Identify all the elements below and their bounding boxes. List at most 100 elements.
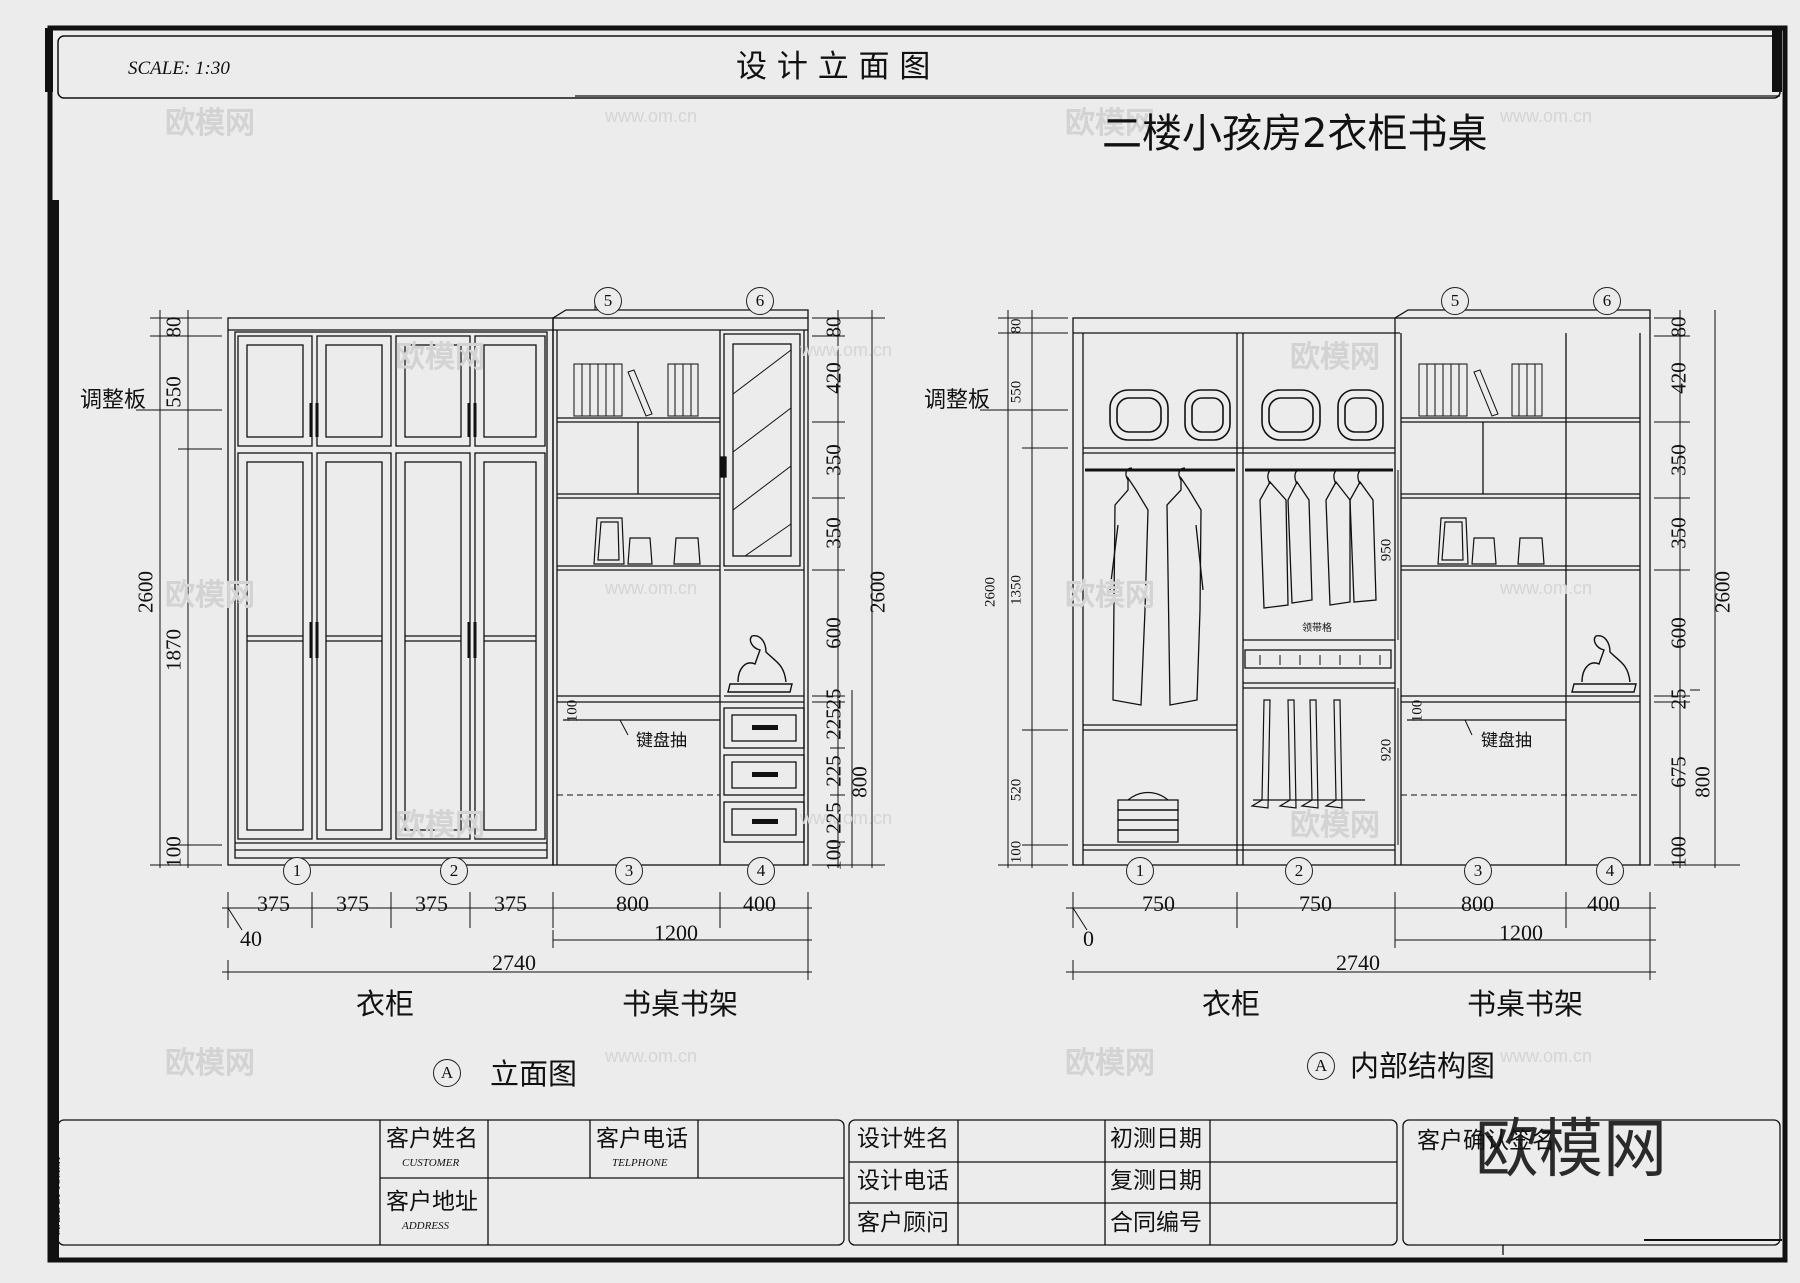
dim-label: 375 <box>257 891 290 916</box>
designer-name-label: 设计姓名 <box>857 1126 949 1152</box>
dim-label: 350 <box>1666 444 1691 476</box>
dim-label: 80 <box>1666 316 1691 338</box>
dim-label: 100 <box>161 836 186 868</box>
dim-label: 1870 <box>161 629 186 671</box>
watermark-url: www.om.cn <box>1500 578 1593 598</box>
customer-name-label: 客户姓名 <box>386 1126 478 1152</box>
dim-total: 2740 <box>1336 950 1380 975</box>
dim-total: 2600 <box>133 571 158 613</box>
dim-label: 80 <box>1008 318 1025 334</box>
watermark-url: www.om.cn <box>1500 1046 1593 1066</box>
customer-address-label: 客户地址 <box>386 1189 478 1215</box>
axis-marker: 3 <box>1464 857 1492 885</box>
axis-marker: 4 <box>747 857 775 885</box>
dim-label: 800 <box>1461 891 1494 916</box>
dim-label: 950 <box>1378 538 1395 562</box>
dim-label: 600 <box>821 617 846 649</box>
desk-shelf-label: 书桌书架 <box>622 987 739 1021</box>
wardrobe-label: 衣柜 <box>356 987 415 1021</box>
adjust-board-label: 调整板 <box>80 388 147 413</box>
dim-label: 100 <box>564 699 581 723</box>
drawing-title: 二楼小孩房2衣柜书桌 <box>1102 111 1488 157</box>
dim-label: 1350 <box>1008 575 1025 605</box>
axis-marker: 1 <box>283 857 311 885</box>
dim-label: 1200 <box>1499 920 1543 945</box>
right-dimension-lines <box>980 300 1740 980</box>
watermark-url: www.om.cn <box>800 808 893 828</box>
watermark-brand: 欧模网 <box>165 1046 255 1081</box>
section-marker: A <box>433 1059 461 1087</box>
dim-label: 520 <box>1008 778 1025 802</box>
dim-label: 100 <box>1008 840 1025 864</box>
customer-confirm-label: 客户确认签名 <box>1417 1128 1555 1154</box>
contract-no-label: 合同编号 <box>1110 1210 1202 1236</box>
made-by-label: MADE BY TOMMY <box>52 1155 63 1235</box>
remeasure-date-label: 复测日期 <box>1110 1168 1202 1194</box>
dim-label: 350 <box>1666 517 1691 549</box>
axis-marker: 6 <box>1593 287 1621 315</box>
dim-label: 675 <box>1666 756 1691 788</box>
watermark-brand: 欧模网 <box>395 340 485 375</box>
customer-phone-label: 客户电话 <box>596 1126 688 1152</box>
axis-marker: 2 <box>1285 857 1313 885</box>
left-elevation <box>227 309 809 866</box>
dim-label: 40 <box>240 926 262 951</box>
left-dimension-lines <box>136 300 885 980</box>
keyboard-drawer-label: 键盘抽 <box>636 731 687 751</box>
dim-total: 2600 <box>865 571 890 613</box>
dim-label: 225 <box>821 708 846 740</box>
watermark-brand: 欧模网 <box>1290 808 1380 843</box>
dim-label: 25 <box>1666 688 1691 710</box>
dim-label: 420 <box>1666 362 1691 394</box>
designer-phone-label: 设计电话 <box>857 1168 949 1194</box>
dim-label: 800 <box>616 891 649 916</box>
axis-marker: 1 <box>1126 857 1154 885</box>
watermark-brand: 欧模网 <box>1065 578 1155 613</box>
axis-marker: 5 <box>1441 287 1469 315</box>
keyboard-drawer-label: 键盘抽 <box>1481 731 1532 751</box>
tie-rack-label: 领带格 <box>1302 623 1332 634</box>
axis-marker: 6 <box>746 287 774 315</box>
watermark-brand: 欧模网 <box>395 808 485 843</box>
dim-label: 375 <box>415 891 448 916</box>
watermark-url: www.om.cn <box>1500 106 1593 126</box>
axis-marker: 3 <box>615 857 643 885</box>
title-block-lines <box>57 1119 1782 1255</box>
watermark-brand: 欧模网 <box>1065 106 1155 141</box>
watermark-brand: 欧模网 <box>165 578 255 613</box>
section-marker: A <box>1307 1052 1335 1080</box>
watermark-brand: 欧模网 <box>1065 1046 1155 1081</box>
dim-label: 225 <box>821 802 846 834</box>
dim-label: 750 <box>1299 891 1332 916</box>
desk-shelf-label: 书桌书架 <box>1467 987 1584 1021</box>
dim-label: 800 <box>1690 766 1715 798</box>
dim-label: 375 <box>494 891 527 916</box>
watermark-brand: 欧模网 <box>165 106 255 141</box>
watermark-url: www.om.cn <box>605 1046 698 1066</box>
customer-advisor-label: 客户顾问 <box>857 1210 949 1236</box>
dim-label: 350 <box>821 444 846 476</box>
dim-label: 375 <box>336 891 369 916</box>
dim-label: 0 <box>1083 926 1094 951</box>
watermark-url: www.om.cn <box>605 578 698 598</box>
dim-label: 100 <box>1409 699 1426 723</box>
axis-marker: 5 <box>594 287 622 315</box>
dim-total: 2600 <box>1710 571 1735 613</box>
adjust-board-label: 调整板 <box>924 388 991 413</box>
axis-marker: 2 <box>440 857 468 885</box>
dim-label: 1200 <box>654 920 698 945</box>
dim-label: 350 <box>821 517 846 549</box>
watermark-logo: 欧模网 <box>1475 1113 1667 1187</box>
dim-label: 25 <box>821 688 846 710</box>
dim-label: 400 <box>743 891 776 916</box>
dim-label: 80 <box>161 316 186 338</box>
dim-label: 420 <box>821 362 846 394</box>
sheet-title: 设 计 立 面 图 <box>736 49 931 85</box>
customer-address-en: ADDRESS <box>402 1220 450 1232</box>
watermark-brand: 欧模网 <box>1290 340 1380 375</box>
dim-label: 800 <box>847 766 872 798</box>
dim-label: 750 <box>1142 891 1175 916</box>
watermark-url: www.om.cn <box>800 340 893 360</box>
dim-total: 2600 <box>982 577 999 607</box>
